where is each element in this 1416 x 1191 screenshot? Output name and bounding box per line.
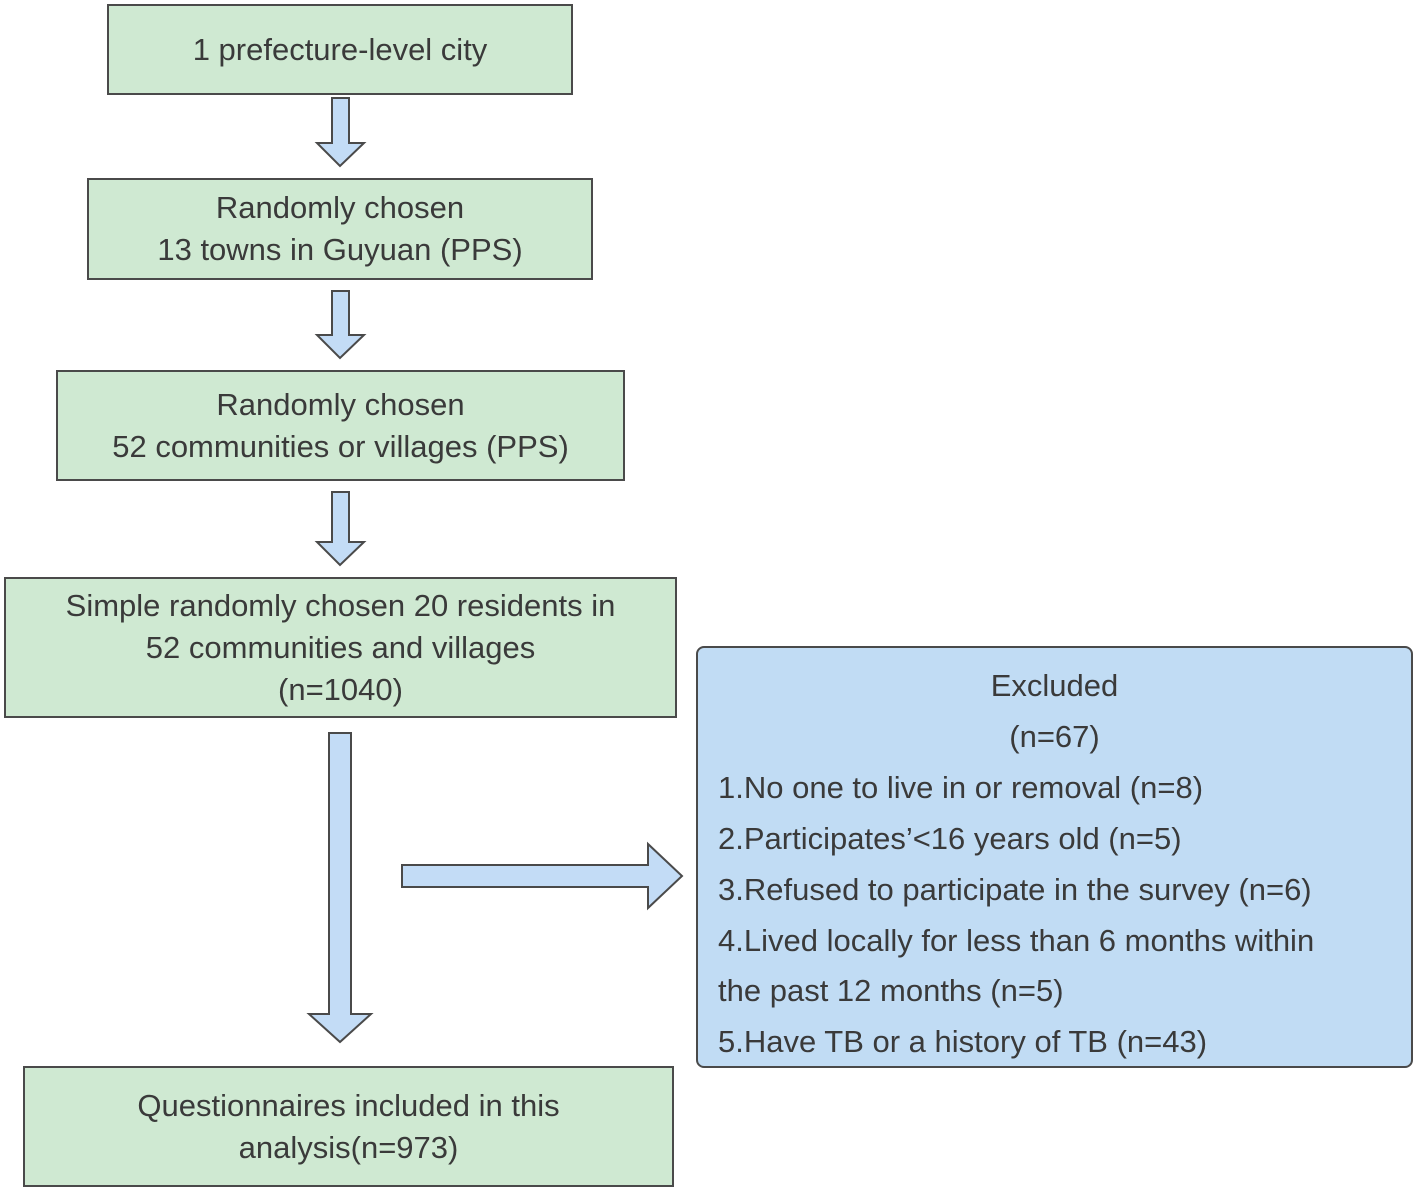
excluded-reason: 5.Have TB or a history of TB (n=43) [718, 1024, 1208, 1059]
excluded-reason: 2.Participates’<16 years old (n=5) [718, 821, 1182, 856]
down-arrow-icon [314, 491, 367, 567]
step-text: Simple randomly chosen 20 residents in [65, 587, 616, 623]
step-text: 52 communities or villages (PPS) [112, 428, 569, 464]
step-text: analysis(n=973) [238, 1129, 459, 1165]
step-random-communities: Randomly chosen 52 communities or villag… [56, 370, 625, 481]
step-text: Randomly chosen [215, 190, 465, 225]
excluded-reason: 4.Lived locally for less than 6 months w… [718, 923, 1315, 958]
excluded-reason: the past 12 months (n=5) [718, 973, 1064, 1008]
excluded-title: Excluded [990, 668, 1119, 703]
excluded-reason: 1.No one to live in or removal (n=8) [718, 770, 1204, 805]
down-arrow-icon [314, 290, 367, 360]
step-text: Questionnaires included in this [137, 1087, 560, 1123]
excluded-reason: 3.Refused to participate in the survey (… [718, 872, 1312, 907]
excluded-count: (n=67) [1009, 719, 1100, 754]
step-simple-random-residents: Simple randomly chosen 20 residents in 5… [4, 577, 677, 718]
step-text: Randomly chosen [216, 386, 465, 422]
down-arrow-icon [314, 97, 367, 168]
step-questionnaires-included: Questionnaires included in this analysis… [23, 1066, 674, 1187]
step-text: 52 communities and villages [145, 629, 536, 665]
step-random-towns: Randomly chosen 13 towns in Guyuan (PPS) [87, 178, 593, 280]
step-text: (n=1040) [278, 671, 403, 707]
step-text: 1 prefecture-level city [192, 31, 488, 67]
step-text: 13 towns in Guyuan (PPS) [157, 232, 523, 267]
excluded-box: Excluded (n=67) 1.No one to live in or r… [696, 646, 1413, 1068]
down-arrow-icon [306, 732, 374, 1044]
step-prefecture-city: 1 prefecture-level city [107, 4, 573, 95]
right-arrow-icon [401, 841, 684, 911]
